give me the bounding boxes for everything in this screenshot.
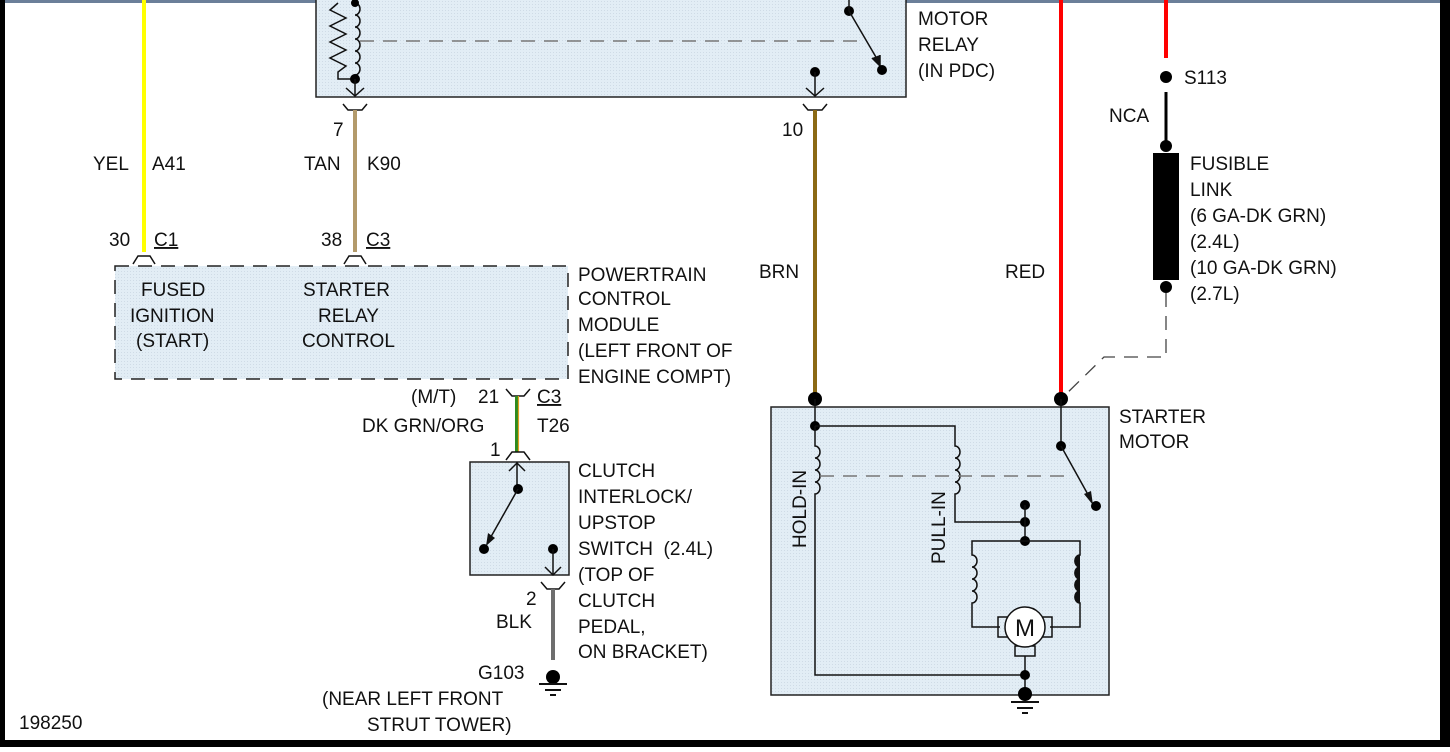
pcm-starter-relay-control-line-2: RELAY bbox=[318, 306, 379, 327]
pin-30-label: 30 bbox=[109, 230, 130, 251]
pull-in-label: PULL-IN bbox=[929, 491, 950, 564]
relay-label-line-1: MOTOR bbox=[918, 9, 988, 30]
pcm-label-line-2: CONTROL bbox=[578, 289, 671, 310]
clutch-label-line-5: (TOP OF bbox=[578, 565, 654, 586]
starter-motor-label-line-2: MOTOR bbox=[1119, 432, 1189, 453]
field-winding-left bbox=[971, 540, 1025, 628]
frame-left-border bbox=[0, 0, 5, 747]
pcm-starter-relay-control-line-1: STARTER bbox=[303, 280, 390, 301]
relay-label-line-3: (IN PDC) bbox=[918, 61, 995, 82]
wire-a41-color-label: YEL bbox=[93, 154, 129, 175]
connector-pin-21 bbox=[505, 388, 531, 397]
wire-t26-qualifier: (M/T) bbox=[411, 387, 456, 408]
clutch-switch-box bbox=[469, 461, 570, 576]
pull-in-coil bbox=[815, 425, 1025, 523]
fusible-link-label-line-3: (6 GA-DK GRN) bbox=[1190, 206, 1326, 227]
clutch-label-line-7: PEDAL, bbox=[578, 617, 646, 638]
connector-c1-label: C1 bbox=[154, 230, 178, 251]
wire-k90-circuit-label: K90 bbox=[367, 154, 401, 175]
ground-g103-location-line-2: STRUT TOWER) bbox=[367, 715, 512, 736]
pcm-fused-ignition-line-1: FUSED bbox=[141, 280, 205, 301]
figure-id-label: 198250 bbox=[19, 713, 82, 734]
frame-bottom-border bbox=[0, 740, 1450, 747]
pcm-box bbox=[114, 265, 569, 380]
wire-a41-circuit-label: A41 bbox=[152, 154, 186, 175]
connector-pin-1 bbox=[505, 451, 531, 461]
clutch-label-line-2: INTERLOCK/ bbox=[578, 487, 693, 508]
pin-21-label: 21 bbox=[478, 387, 499, 408]
relay-coil bbox=[354, 2, 361, 79]
relay-resistor bbox=[328, 2, 355, 80]
connector-pin-2 bbox=[540, 581, 566, 590]
wire-red-color-label: RED bbox=[1005, 262, 1045, 283]
pin-2-label: 2 bbox=[526, 589, 537, 610]
relay-label-line-2: RELAY bbox=[918, 35, 979, 56]
ground-g103-label: G103 bbox=[478, 663, 524, 684]
hold-in-coil bbox=[814, 426, 1025, 676]
clutch-interlock-switch bbox=[469, 461, 570, 577]
motor-symbol-label: M bbox=[1015, 615, 1035, 642]
wire-k90-color-label: TAN bbox=[304, 154, 341, 175]
fusible-link-dashed-connection bbox=[1060, 293, 1167, 400]
motor-armature-icon bbox=[1004, 606, 1046, 648]
starter-motor: M bbox=[770, 392, 1110, 701]
splice-s113-label: S113 bbox=[1184, 68, 1227, 89]
clutch-label-line-3: UPSTOP bbox=[578, 513, 656, 534]
fusible-link-label-line-1: FUSIBLE bbox=[1190, 154, 1269, 175]
connector-pin-30 bbox=[132, 255, 156, 265]
clutch-label-line-6: CLUTCH bbox=[578, 591, 655, 612]
pcm-fused-ignition-line-2: IGNITION bbox=[130, 306, 214, 327]
pcm-label-line-5: ENGINE COMPT) bbox=[578, 367, 731, 388]
pcm-label-line-3: MODULE bbox=[578, 315, 659, 336]
ground-g103-icon bbox=[539, 670, 567, 696]
connector-pin-38 bbox=[343, 255, 367, 265]
hold-in-label: HOLD-IN bbox=[790, 470, 811, 548]
pin-1-label: 1 bbox=[490, 440, 501, 461]
pcm-fused-ignition-line-3: (START) bbox=[136, 331, 209, 352]
pin-10-label: 10 bbox=[782, 120, 803, 141]
pcm-label-line-1: POWERTRAIN bbox=[578, 265, 706, 286]
clutch-label-line-8: ON BRACKET) bbox=[578, 642, 708, 663]
ground-g103-location-line-1: (NEAR LEFT FRONT bbox=[322, 689, 504, 710]
connector-c3-t26-label: C3 bbox=[537, 387, 561, 408]
connector-c3-label: C3 bbox=[366, 230, 390, 251]
starter-motor-label-line-1: STARTER bbox=[1119, 407, 1206, 428]
connector-pin-10 bbox=[802, 103, 828, 111]
relay-box bbox=[315, 0, 907, 98]
starter-ground-icon bbox=[1011, 701, 1039, 714]
pin-7-label: 7 bbox=[333, 120, 344, 141]
pcm-label-line-4: (LEFT FRONT OF bbox=[578, 341, 732, 362]
frame-right-border bbox=[1440, 0, 1450, 747]
clutch-label-line-1: CLUTCH bbox=[578, 461, 655, 482]
fusible-link-label-line-2: LINK bbox=[1190, 180, 1233, 201]
wire-t26-circuit-label: T26 bbox=[537, 416, 570, 437]
splice-s113-icon bbox=[1160, 71, 1172, 83]
fusible-link-label-line-6: (2.7L) bbox=[1190, 284, 1240, 305]
fusible-link-icon bbox=[1153, 153, 1179, 280]
wire-brn-color-label: BRN bbox=[759, 262, 799, 283]
pcm-starter-relay-control-line-3: CONTROL bbox=[302, 331, 395, 352]
wire-blk-color-label: BLK bbox=[496, 612, 532, 633]
clutch-label-line-4: SWITCH (2.4L) bbox=[578, 539, 713, 560]
fusible-link-label-line-4: (2.4L) bbox=[1190, 232, 1240, 253]
connector-pin-7 bbox=[342, 103, 368, 111]
wire-t26-color-label: DK GRN/ORG bbox=[362, 416, 484, 437]
starter-motor-relay bbox=[315, 0, 907, 111]
fusible-link-label-line-5: (10 GA-DK GRN) bbox=[1190, 258, 1337, 279]
pin-38-label: 38 bbox=[321, 230, 342, 251]
starter-motor-box bbox=[770, 406, 1110, 696]
powertrain-control-module bbox=[114, 265, 569, 380]
wire-nca-label: NCA bbox=[1109, 106, 1149, 127]
